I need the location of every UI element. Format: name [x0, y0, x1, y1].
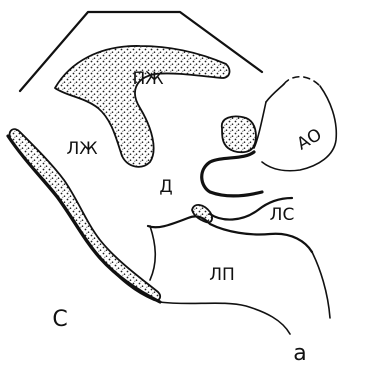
left-atrium-outer-wall [312, 252, 330, 318]
aorta-dashed [284, 77, 320, 86]
left-atrium-floor [160, 302, 290, 334]
label-left-atrium-ls: ЛС [270, 205, 295, 225]
label-aorta: АО [294, 125, 326, 155]
aorta-left-wall [254, 102, 266, 148]
aortic-root [222, 116, 256, 152]
atrial-septum-line [150, 226, 155, 280]
label-d: Д [159, 177, 172, 197]
label-panel-a: а [293, 341, 306, 366]
label-left-ventricle: ЛЖ [66, 139, 97, 159]
label-c: С [52, 307, 67, 332]
label-right-ventricle: ПЖ [132, 69, 163, 89]
aortic-valve-curve [202, 152, 262, 196]
label-left-atrium-lp: ЛП [209, 265, 235, 285]
aorta-right-wall [262, 86, 336, 171]
aorta-outline [266, 84, 284, 102]
